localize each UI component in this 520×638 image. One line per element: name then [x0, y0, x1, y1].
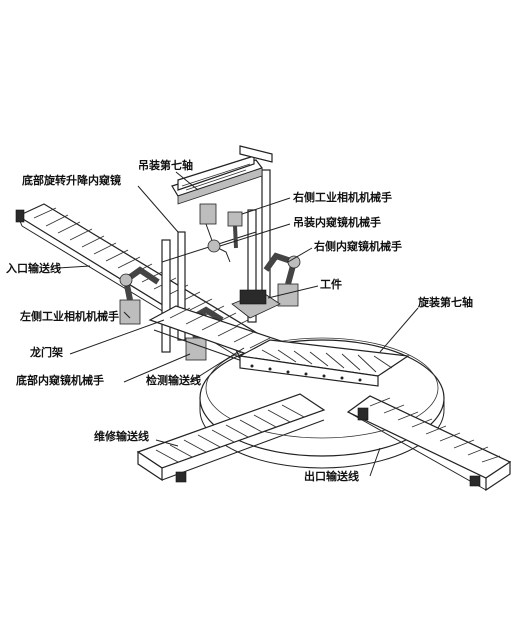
label-bottom-rotate-lift-endoscope: 底部旋转升降内窥镜	[22, 173, 121, 187]
label-maintenance-conveyor: 维修输送线	[94, 429, 149, 443]
label-hang-endoscope-robot: 吊装内窥镜机械手	[293, 215, 381, 229]
label-bottom-endoscope-robot: 底部内窥镜机械手	[16, 373, 104, 387]
leader-lines	[57, 171, 419, 477]
labels: 吊装第七轴 底部旋转升降内窥镜 右侧工业相机机械手 吊装内窥镜机械手 右侧内窥镜…	[6, 158, 473, 483]
left-industrial-camera-robot	[119, 266, 160, 325]
label-entry-conveyor: 入口输送线	[6, 261, 61, 275]
label-rotate-seventh-axis: 旋装第七轴	[417, 295, 473, 309]
hang-seventh-axis	[177, 145, 273, 191]
exit-conveyor	[346, 395, 512, 492]
label-inspection-conveyor: 检测输送线	[146, 373, 201, 387]
right-industrial-camera-robot	[227, 211, 243, 249]
label-right-industrial-camera-robot: 右侧工业相机机械手	[292, 190, 392, 204]
label-right-endoscope-robot: 右侧内窥镜机械手	[313, 239, 402, 253]
maintenance-conveyor	[136, 393, 326, 483]
label-gantry: 龙门架	[29, 345, 63, 359]
label-left-industrial-camera-robot: 左侧工业相机机械手	[19, 309, 119, 323]
label-workpiece: 工件	[320, 277, 342, 291]
label-hang-seventh-axis: 吊装第七轴	[138, 158, 193, 172]
rotate-seventh-axis	[238, 339, 410, 387]
hang-endoscope-robot	[199, 203, 231, 263]
right-endoscope-robot	[263, 252, 301, 307]
workpiece	[231, 289, 281, 319]
label-exit-conveyor: 出口输送线	[304, 469, 359, 483]
